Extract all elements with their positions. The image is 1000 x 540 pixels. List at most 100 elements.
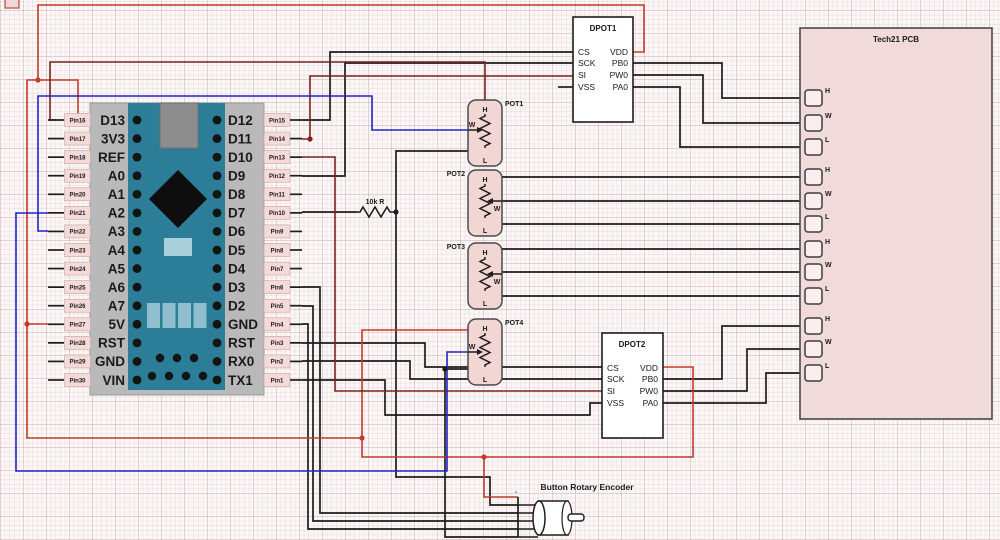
pin-number: Pin12 (269, 174, 286, 180)
pin-box-pin25[interactable] (64, 280, 91, 294)
wire-red (483, 457, 518, 498)
pin-hole (132, 115, 142, 125)
pin-label: A2 (108, 206, 125, 221)
pin-box-pin18[interactable] (64, 150, 91, 164)
resistor-10k[interactable]: 10k R (357, 199, 394, 219)
pin-hole (132, 319, 142, 329)
component-block (164, 238, 192, 256)
pot-terminal-h: H (482, 107, 487, 114)
wire-junction (24, 321, 30, 327)
pin-hole (212, 171, 222, 181)
pcb-pad-label: W (825, 339, 832, 346)
pin-number: Pin10 (269, 211, 286, 217)
pcb-pad-label: W (825, 191, 832, 198)
pcb-pad-w[interactable] (804, 340, 823, 358)
pin-number: Pin2 (271, 360, 284, 366)
pot-name: POT2 (447, 171, 465, 178)
pin-box-pin23[interactable] (64, 243, 91, 257)
pin-number: Pin14 (269, 137, 286, 143)
pcb-pad-label: W (825, 113, 832, 120)
wire-black (663, 325, 806, 380)
pot-terminal-h: H (482, 326, 487, 333)
pin-hole (212, 134, 222, 143)
pot-terminal-h: H (482, 177, 487, 184)
pcb-pad-label: L (825, 137, 830, 144)
wire-black (633, 86, 806, 148)
wire-maroon (302, 75, 573, 140)
pin-box-pin20[interactable] (64, 187, 91, 202)
pin-hole (132, 208, 142, 218)
pcb-pad-l[interactable] (804, 287, 823, 305)
wire-black (633, 74, 806, 124)
pcb-title: Tech21 PCB (873, 35, 919, 44)
pcb-pad-l[interactable] (804, 364, 823, 382)
pot-resistor-symbol (478, 333, 492, 367)
pin-hole (212, 227, 222, 236)
resistor-label: 10k R (366, 199, 385, 206)
pin-label: RST (228, 336, 256, 351)
corner-component[interactable] (4, 0, 20, 9)
pcb-pad-h[interactable] (804, 168, 823, 186)
pin-box-pin26[interactable] (64, 298, 91, 313)
pin-hole (212, 152, 222, 162)
pin-label: D11 (228, 131, 253, 146)
wire-layer (15, 4, 806, 538)
wire-black (302, 360, 602, 380)
pin-number: Pin13 (269, 155, 286, 161)
pin-label: A6 (108, 280, 126, 295)
pin-number: Pin17 (69, 137, 86, 143)
pin-box-pin19[interactable] (64, 168, 91, 183)
mcu-chip (149, 170, 207, 228)
pin-label: VIN (102, 373, 125, 388)
pin-hole (132, 338, 142, 348)
pin-hole (212, 375, 222, 385)
pcb-pad-label: L (825, 214, 830, 221)
pot-terminal-w: W (469, 344, 476, 351)
pcb-pad-h[interactable] (804, 240, 823, 258)
pot-name: POT1 (505, 101, 523, 108)
pcb-pad-h[interactable] (804, 89, 823, 107)
pin-hole (212, 319, 222, 329)
pin-box-pin22[interactable] (64, 224, 91, 239)
pcb-pad-w[interactable] (804, 114, 823, 132)
pcb-pad-l[interactable] (804, 138, 823, 156)
chip-pin-pb0: PB0 (612, 58, 628, 68)
rotary-encoder[interactable]: Button Rotary Encoder - (515, 482, 634, 538)
pcb-pad-h[interactable] (804, 317, 823, 335)
pin-box-pin21[interactable] (64, 206, 91, 220)
pin-box-pin27[interactable] (64, 317, 91, 332)
pin-number: Pin9 (271, 230, 284, 236)
pin-box-pin29[interactable] (64, 354, 91, 369)
pin-label: D13 (100, 113, 125, 128)
pin-label: A7 (108, 299, 125, 314)
pin-box-pin17[interactable] (64, 131, 91, 146)
pcb-pad-l[interactable] (804, 215, 823, 233)
pin-hole (132, 189, 142, 199)
pin-box-pin24[interactable] (64, 261, 91, 276)
pin-number: Pin8 (271, 248, 284, 254)
pin-number: Pin3 (271, 341, 284, 347)
pin-box-pin16[interactable] (64, 113, 91, 127)
pin-label: D5 (228, 243, 246, 258)
junction-layer (24, 77, 487, 460)
pin-box-pin30[interactable] (64, 373, 91, 387)
wire-black (302, 379, 602, 416)
pin-number: Pin6 (271, 285, 284, 291)
wire-junction (481, 454, 487, 460)
pin-number: Pin20 (69, 193, 86, 199)
pin-box-pin28[interactable] (64, 336, 91, 350)
pcb-pad-w[interactable] (804, 192, 823, 210)
pcb-pad-w[interactable] (804, 263, 823, 281)
wire-black (302, 286, 518, 514)
wire-junction (393, 209, 399, 215)
